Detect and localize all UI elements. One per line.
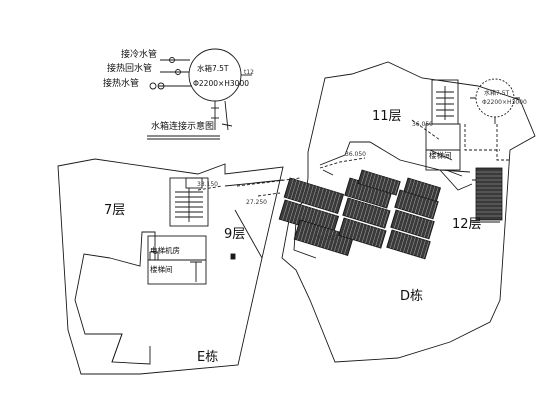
roof-tank-volume: 水箱7.5T: [484, 90, 510, 97]
solar-panel-block: [386, 229, 431, 260]
legend-tank-port: t12: [244, 69, 254, 76]
solar-panel-block: [390, 209, 435, 240]
valve-icon: [169, 57, 175, 63]
elevation-d-left: 36.050: [316, 235, 337, 242]
solar-panel-block: [342, 197, 391, 229]
d-water-tank: [411, 78, 520, 161]
room-stair-hall-e: 楼梯间: [150, 265, 173, 274]
solar-panel-arrays: [278, 167, 503, 260]
elevation-e-stair: 33.150: [197, 181, 218, 188]
building-label-d: D栋: [400, 289, 424, 304]
solar-panel-block: [357, 169, 401, 196]
legend-caption: 水箱连接示意图: [151, 122, 215, 132]
floor-label-7: 7层: [104, 203, 126, 218]
solar-panel-block: [293, 219, 355, 256]
solar-panel-block: [394, 189, 439, 220]
roof-tank-circle: [475, 78, 515, 118]
solar-panel-block: [283, 177, 345, 214]
floor-label-11: 11层: [372, 109, 402, 124]
label-hot-water-return: 接热回水管: [107, 64, 153, 74]
elevation-e-roof: 27.250: [246, 199, 267, 206]
solar-panel-block: [475, 167, 503, 221]
solar-panel-block: [338, 217, 387, 249]
floor-label-12: 12层: [452, 217, 482, 232]
legend-tank-size: Φ2200×H3000: [193, 79, 250, 88]
d-stair-core: [425, 79, 473, 191]
room-stair-hall-d: 楼梯间: [429, 151, 452, 160]
solar-panel-block: [403, 177, 442, 202]
building-e-outline: [57, 158, 284, 375]
valve-icon: [175, 69, 181, 75]
legend-tank-volume: 水箱7.5T: [197, 64, 229, 73]
e-stair-core: [169, 177, 209, 227]
valve-icon: [149, 82, 157, 90]
building-label-e: E栋: [197, 350, 219, 365]
solar-panel-block: [344, 177, 393, 209]
roof-tank-size: Φ2200×H3000: [482, 99, 527, 106]
elevation-d-right: 36.050: [345, 151, 366, 158]
floor-label-9: 9层: [224, 227, 246, 242]
tank-connection-schematic: [147, 48, 252, 140]
label-hot-water-out: 接热水管: [103, 79, 140, 89]
elevation-d-mid: 36.050: [412, 121, 433, 128]
valve-icon: [157, 82, 165, 90]
e-elevator-room: [147, 235, 207, 285]
legend-tank-circle: [188, 48, 242, 102]
label-cold-water-in: 接冷水管: [121, 50, 158, 60]
room-elevator-machine: 电梯机房: [150, 246, 180, 255]
